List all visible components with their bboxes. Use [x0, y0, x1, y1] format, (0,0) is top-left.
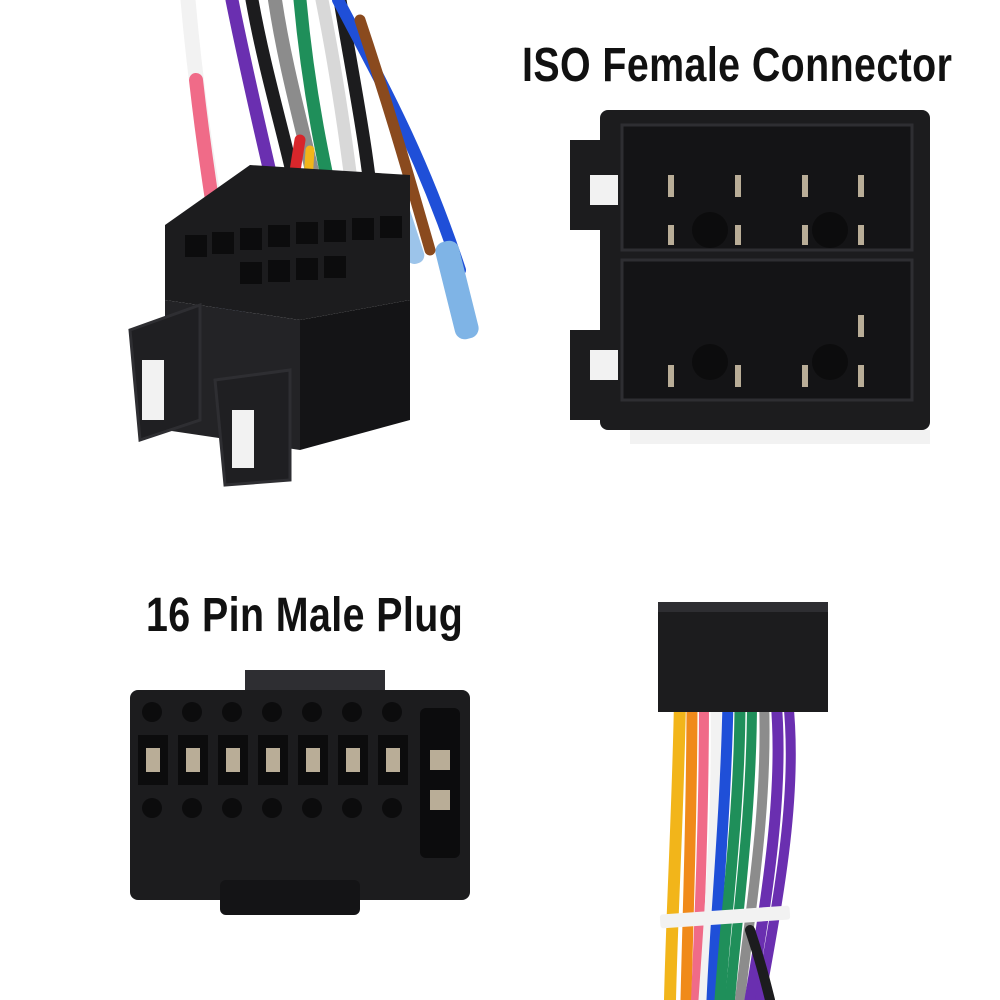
- 16-pin-plug-wires-photo: [600, 590, 860, 1000]
- 16-pin-male-plug-title: 16 Pin Male Plug: [146, 589, 464, 642]
- iso-female-connector-photo: [540, 100, 980, 470]
- iso-female-connector-title: ISO Female Connector: [522, 39, 953, 92]
- 16-pin-male-plug-photo: [110, 640, 490, 930]
- iso-harness-angled-photo: [0, 0, 520, 500]
